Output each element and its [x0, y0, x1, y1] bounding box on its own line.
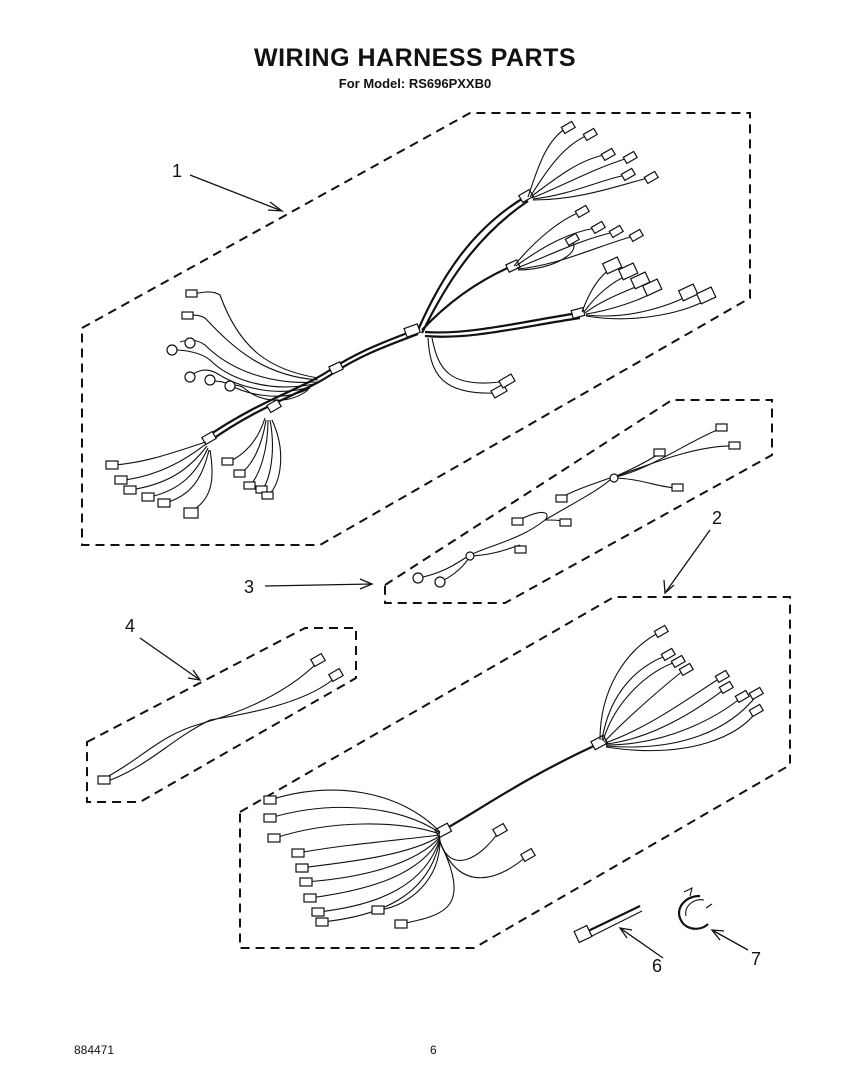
harness-3-group[interactable]: [384, 399, 773, 604]
callout-2: 2: [663, 508, 722, 595]
svg-text:3: 3: [244, 577, 254, 597]
harness-4-outline: [86, 627, 357, 803]
svg-text:4: 4: [125, 616, 135, 636]
callout-7: 7: [710, 929, 761, 969]
harness-4-group[interactable]: [86, 627, 357, 803]
svg-text:2: 2: [712, 508, 722, 528]
document-number: 884471: [74, 1043, 115, 1057]
callout-3: 3: [244, 577, 374, 597]
svg-text:7: 7: [751, 949, 761, 969]
svg-text:6: 6: [652, 956, 662, 976]
cable-tie-strap: [585, 905, 641, 933]
svg-text:1: 1: [172, 161, 182, 181]
callout-1: 1: [172, 161, 285, 212]
page-number: 6: [430, 1043, 437, 1057]
harness-1-group[interactable]: [81, 112, 751, 546]
model-subtitle: For Model: RS696PXXB0: [338, 76, 492, 91]
harness-2-group[interactable]: [239, 596, 791, 949]
cable-tie-part[interactable]: [573, 905, 643, 944]
harness-1-outline: [81, 112, 751, 546]
harness-2-outline: [239, 596, 791, 949]
clip-ring-part[interactable]: [677, 886, 713, 930]
callout-4: 4: [125, 616, 202, 681]
page-title: WIRING HARNESS PARTS: [253, 44, 577, 72]
callout-6: 6: [618, 927, 664, 976]
harness-3-outline: [384, 399, 773, 604]
